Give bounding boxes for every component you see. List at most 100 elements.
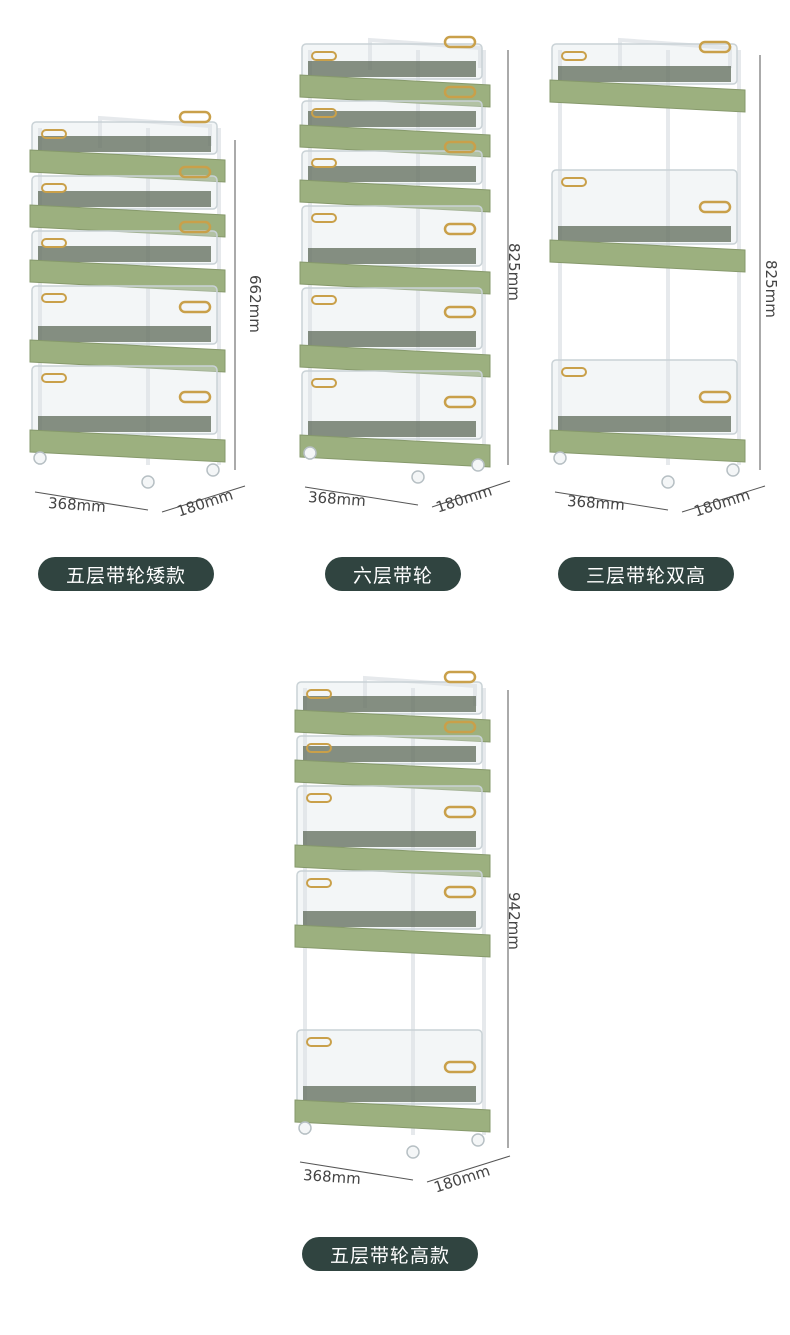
clear-bin [551,359,738,435]
gold-handle [443,720,477,734]
tray-shelf [29,339,226,373]
gold-handle [311,51,337,61]
product-six-tier: 368mm 180mm 825mm 六层带轮 [270,0,540,600]
cart-illustration [29,110,246,513]
bin-inner-base [308,111,476,127]
gold-handle [41,238,67,248]
gold-handle [311,108,337,118]
tray-shelf [299,74,491,108]
tray-shelf [29,204,226,238]
gold-handle [443,140,477,154]
gold-handle [443,1060,477,1074]
bin-inner-base [303,696,476,712]
bin-inner-base [303,911,476,927]
gold-handle [443,670,477,684]
product-label: 五层带轮高款 [329,1244,450,1267]
depth-dimension-line [681,485,766,513]
caster-wheel [406,1145,420,1159]
cart-illustration [549,37,766,513]
tray-shelf [299,344,491,378]
gold-handle [311,295,337,305]
bin-inner-base [38,246,211,262]
gold-handle [306,743,332,753]
gold-handle [443,885,477,899]
bin-inner-base [308,61,476,77]
gold-handle [561,51,587,61]
gold-handle [311,378,337,388]
caster-wheel [411,470,425,484]
tray-shelf [299,261,491,295]
height-dimension: 825mm [505,243,523,301]
bin-inner-base [38,416,211,432]
gold-handle [178,390,212,404]
caster-wheel [33,451,47,465]
gold-handle [698,40,732,54]
tray-shelf [299,179,491,213]
clear-bin [551,169,738,245]
gold-handle [306,878,332,888]
gold-handle [306,793,332,803]
gold-handle [41,183,67,193]
caster-wheel [206,463,220,477]
product-five-tier-short: 368mm 180mm 662mm 五层带轮矮款 [0,0,270,600]
gold-handle [561,177,587,187]
gold-handle [443,222,477,236]
bin-inner-base [308,421,476,437]
gold-handle [41,129,67,139]
product-label: 五层带轮矮款 [65,564,186,587]
width-dimension-line [304,486,419,506]
gold-handle [311,158,337,168]
gold-handle [306,1037,332,1047]
gold-handle [311,213,337,223]
tray-shelf [29,149,226,183]
tray-shelf [549,429,746,463]
gold-handle [698,200,732,214]
bin-inner-base [308,331,476,347]
clear-bin [296,1029,483,1105]
height-dimension: 662mm [246,275,264,333]
product-label: 六层带轮 [352,564,433,587]
gold-handle [306,689,332,699]
tray-shelf [299,434,491,468]
width-dimension-line [554,491,669,511]
tray-shelf [299,124,491,158]
width-dimension-line [299,1161,414,1181]
tray-shelf [294,924,491,958]
bin-inner-base [558,66,731,82]
gold-handle [178,165,212,179]
bin-inner-base [303,831,476,847]
cart-illustration [294,670,511,1183]
gold-handle [178,220,212,234]
tray-shelf [294,1099,491,1133]
bin-inner-base [558,416,731,432]
product-three-tier-double-high: 368mm 180mm 825mm 三层带轮双高 [530,0,790,600]
tray-shelf [294,844,491,878]
bin-inner-base [303,746,476,762]
bin-inner-base [38,191,211,207]
caster-wheel [661,475,675,489]
caster-wheel [141,475,155,489]
gold-handle [443,305,477,319]
caster-wheel [298,1121,312,1135]
gold-handle [41,293,67,303]
height-dimension: 942mm [505,892,523,950]
gold-handle [698,390,732,404]
product-label-pill: 六层带轮 [325,557,461,591]
caster-wheel [471,458,485,472]
caster-wheel [303,446,317,460]
tray-shelf [29,259,226,293]
product-label: 三层带轮双高 [585,564,706,587]
bin-inner-base [38,326,211,342]
gold-handle [561,367,587,377]
gold-handle [443,35,477,49]
caster-wheel [471,1133,485,1147]
gold-handle [443,395,477,409]
tray-shelf [294,759,491,793]
caster-wheel [553,451,567,465]
tray-shelf [29,429,226,463]
gold-handle [178,300,212,314]
caster-wheel [726,463,740,477]
bin-inner-base [558,226,731,242]
width-dimension-line [34,491,149,511]
cart-illustration [299,35,511,508]
